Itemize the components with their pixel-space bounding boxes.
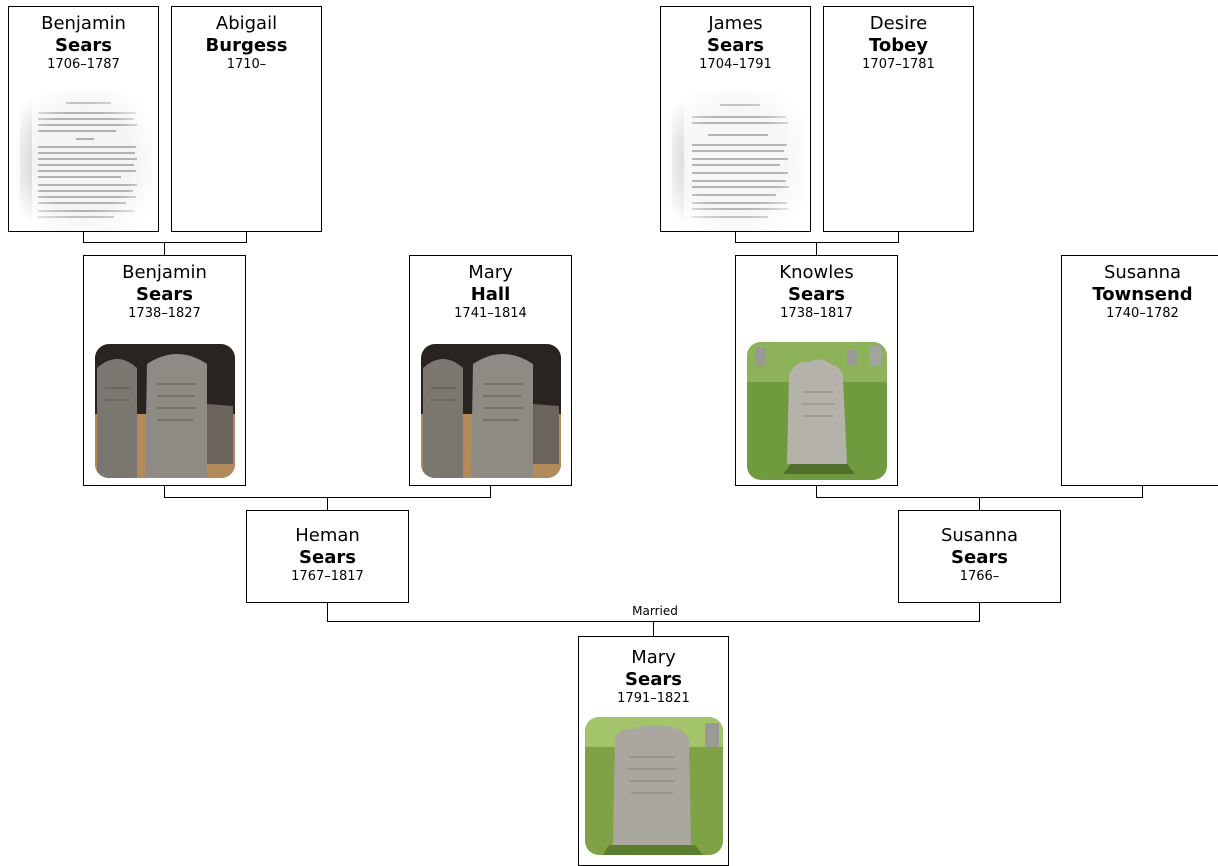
connector-line <box>164 242 165 256</box>
given-name: Abigail <box>215 13 278 34</box>
life-dates: 1767–1817 <box>291 569 364 584</box>
double-gravestone-photo[interactable] <box>94 344 235 478</box>
surname: Sears <box>299 547 356 568</box>
person-card-knowles-sears[interactable]: Knowles Sears 1738–1817 <box>735 255 898 486</box>
life-dates: 1738–1827 <box>128 306 201 321</box>
connector-line <box>1142 485 1143 498</box>
life-dates: 1740–1782 <box>1106 306 1179 321</box>
connector-line <box>979 497 980 511</box>
life-dates: 1707–1781 <box>862 57 935 72</box>
connector-line <box>327 602 328 622</box>
marriage-label: Married <box>632 604 678 618</box>
surname: Sears <box>707 35 764 56</box>
life-dates: 1766– <box>959 569 1000 584</box>
person-card-benjamin-sears-1738[interactable]: Benjamin Sears 1738–1827 <box>83 255 246 486</box>
connector-line <box>653 621 654 637</box>
person-card-susanna-townsend[interactable]: Susanna Townsend 1740–1782 <box>1061 255 1218 486</box>
life-dates: 1741–1814 <box>454 306 527 321</box>
given-name: James <box>708 13 763 34</box>
connector-line <box>898 231 899 243</box>
surname: Hall <box>470 284 511 305</box>
connector-line <box>164 485 165 498</box>
surname: Sears <box>625 669 682 690</box>
person-card-mary-sears[interactable]: Mary Sears 1791–1821 <box>578 636 729 866</box>
life-dates: 1738–1817 <box>780 306 853 321</box>
connector-line <box>735 242 899 243</box>
given-name: Mary <box>631 647 676 668</box>
given-name: Mary <box>468 262 513 283</box>
given-name: Susanna <box>1103 262 1182 283</box>
surname: Sears <box>136 284 193 305</box>
connector-line <box>83 231 84 243</box>
given-name: Knowles <box>779 262 854 283</box>
gravestone-photo[interactable] <box>746 342 887 480</box>
surname: Sears <box>55 35 112 56</box>
person-card-james-sears[interactable]: James Sears 1704–1791 <box>660 6 811 232</box>
given-name: Benjamin <box>41 13 126 34</box>
person-card-abigail-burgess[interactable]: Abigail Burgess 1710– <box>171 6 322 232</box>
connector-line <box>327 497 328 511</box>
connector-line <box>979 602 980 622</box>
life-dates: 1704–1791 <box>699 57 772 72</box>
double-gravestone-photo[interactable] <box>420 344 561 478</box>
surname: Burgess <box>205 35 288 56</box>
given-name: Benjamin <box>122 262 207 283</box>
connector-line <box>816 242 817 256</box>
person-card-susanna-sears[interactable]: Susanna Sears 1766– <box>898 510 1061 603</box>
given-name: Susanna <box>940 525 1019 546</box>
connector-line <box>735 231 736 243</box>
person-card-benjamin-sears-1706[interactable]: Benjamin Sears 1706–1787 <box>8 6 159 232</box>
surname: Sears <box>788 284 845 305</box>
person-card-desire-tobey[interactable]: Desire Tobey 1707–1781 <box>823 6 974 232</box>
connector-line <box>490 485 491 498</box>
connector-line <box>246 231 247 243</box>
connector-line <box>816 485 817 498</box>
life-dates: 1791–1821 <box>617 691 690 706</box>
person-card-mary-hall[interactable]: Mary Hall 1741–1814 <box>409 255 572 486</box>
document-scan-photo[interactable] <box>667 91 804 231</box>
document-scan-photo[interactable] <box>15 91 152 231</box>
connector-line <box>83 242 247 243</box>
given-name: Heman <box>295 525 360 546</box>
surname: Tobey <box>868 35 929 56</box>
surname: Townsend <box>1092 284 1193 305</box>
gravestone-photo[interactable] <box>584 717 723 855</box>
given-name: Desire <box>869 13 928 34</box>
life-dates: 1710– <box>226 57 267 72</box>
person-card-heman-sears[interactable]: Heman Sears 1767–1817 <box>246 510 409 603</box>
surname: Sears <box>951 547 1008 568</box>
life-dates: 1706–1787 <box>47 57 120 72</box>
